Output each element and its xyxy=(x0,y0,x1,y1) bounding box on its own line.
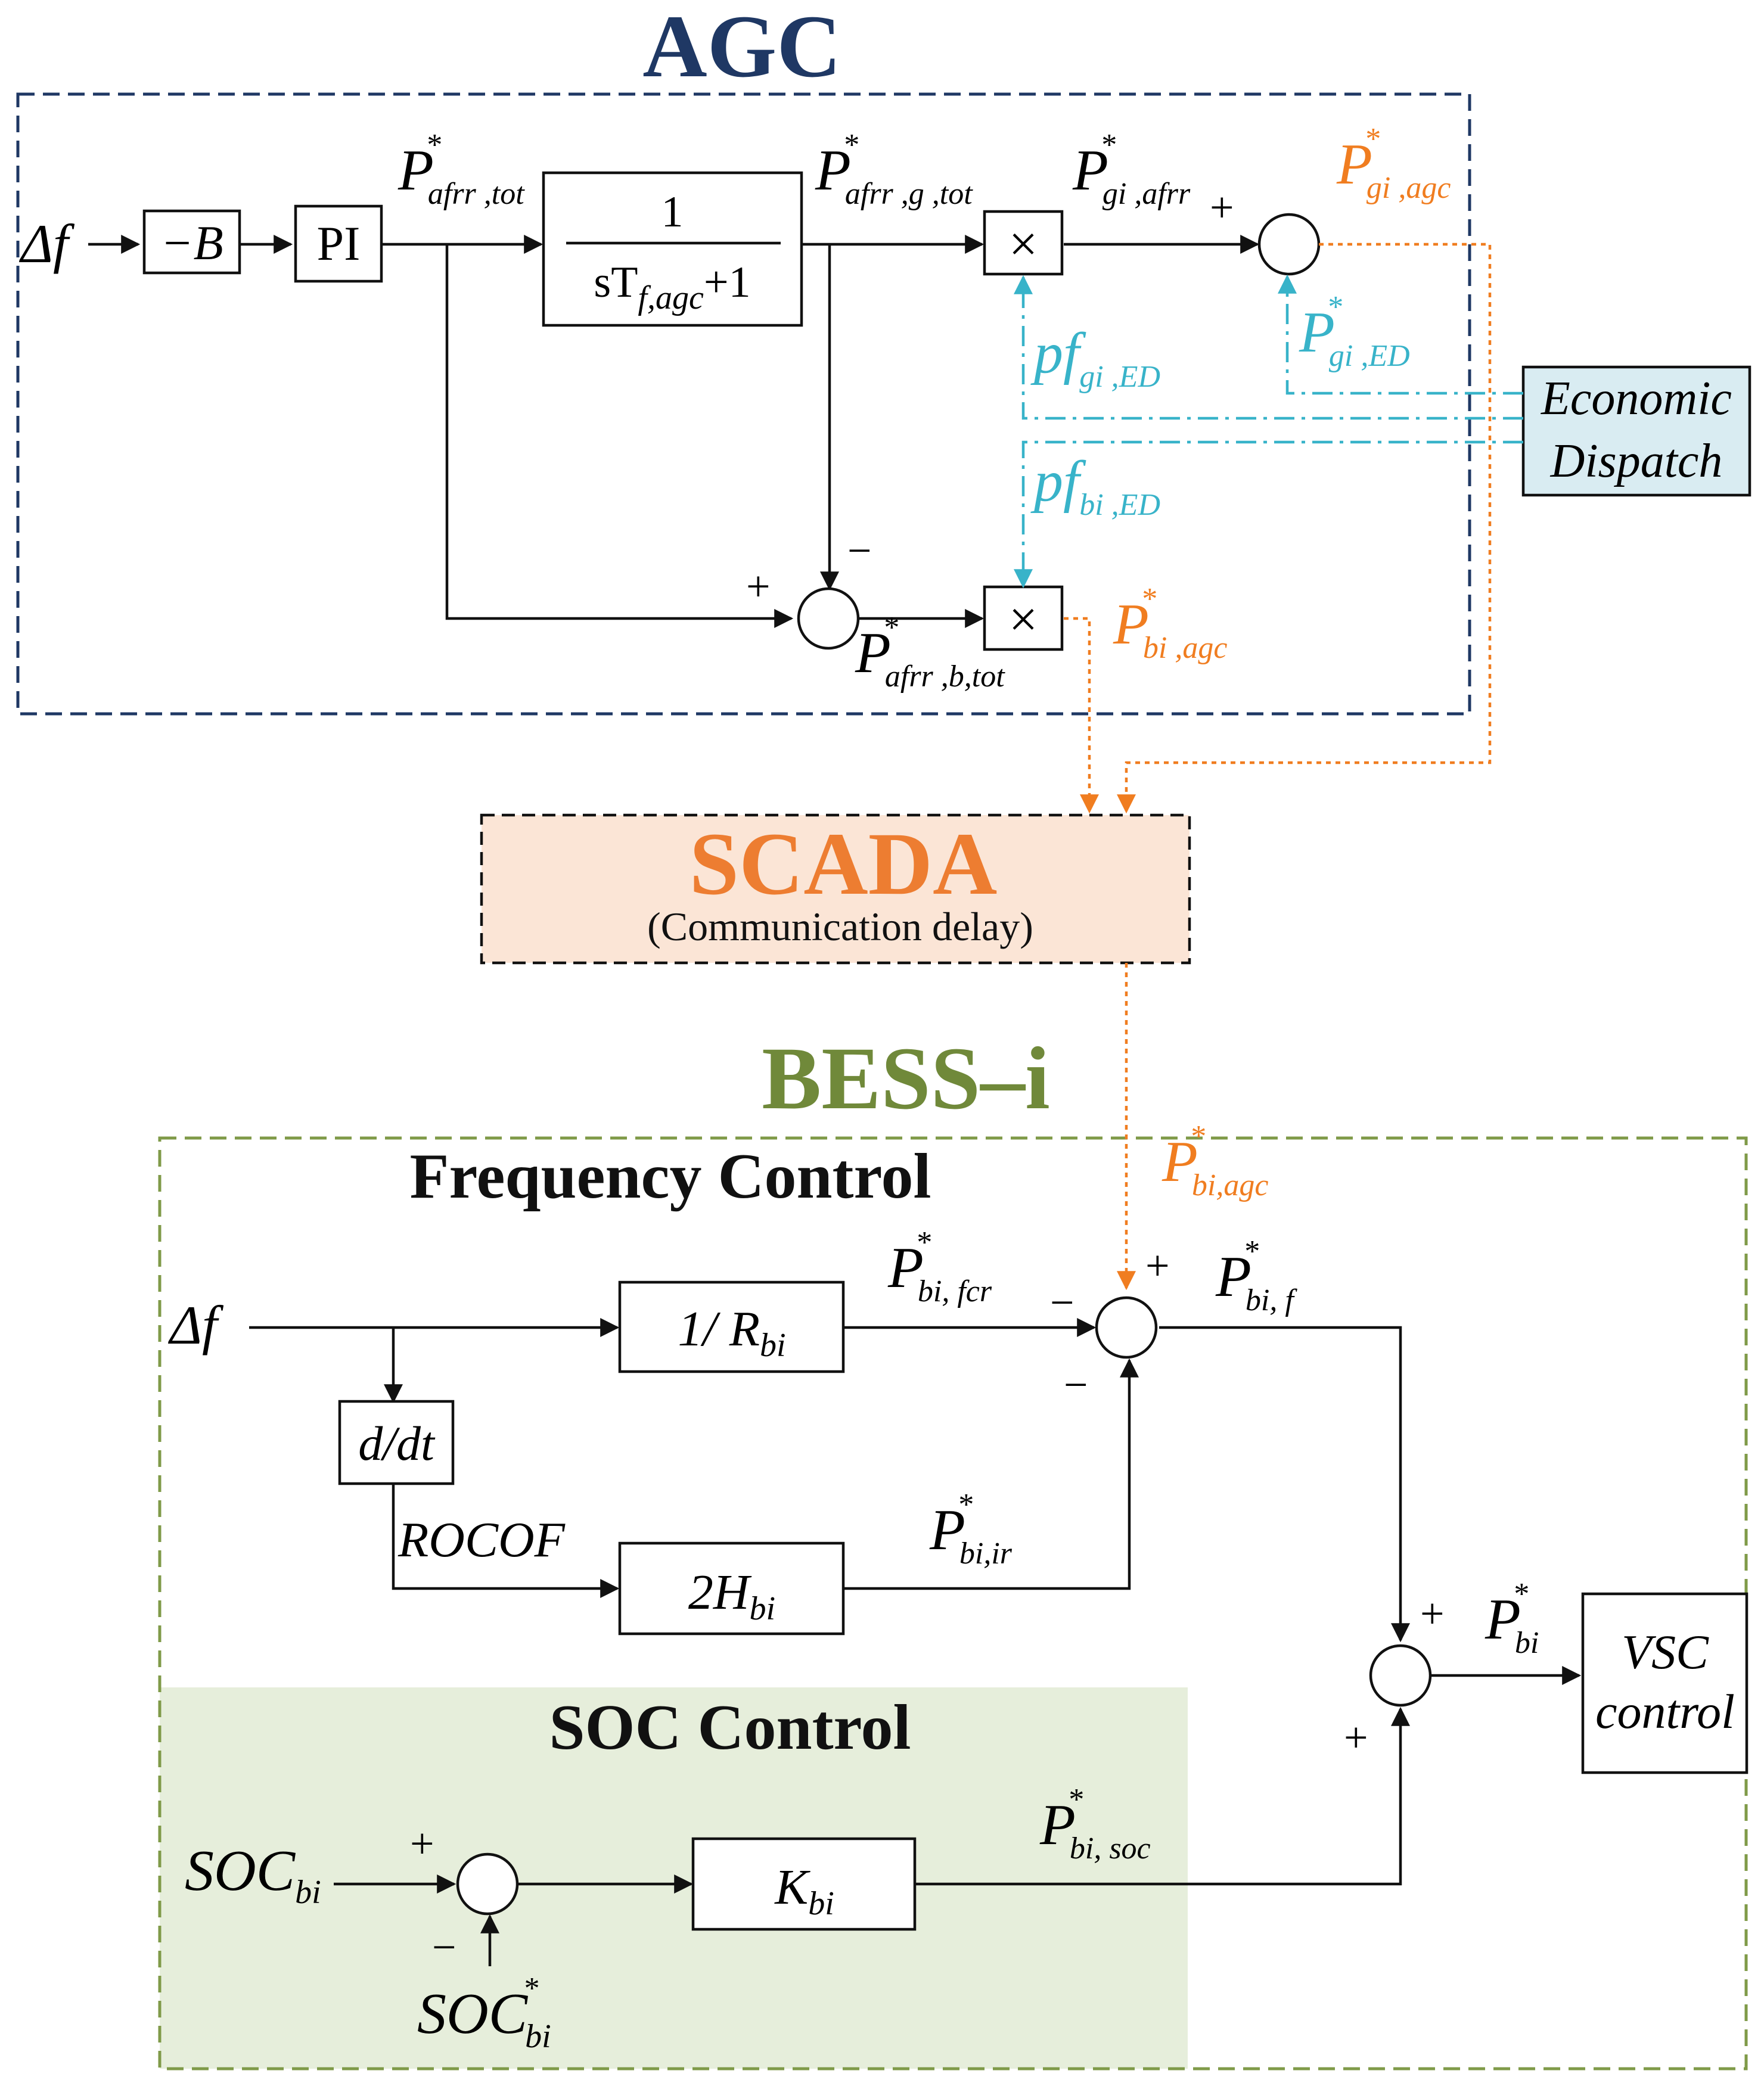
bess-blocks: 1/ Rbi d/dt 2Hbi Kbi VSC control xyxy=(338,1280,1749,1931)
soc-sum-junction xyxy=(456,1852,519,1916)
pi-block xyxy=(294,204,383,283)
ed-label-line2: Dispatch xyxy=(1550,435,1723,487)
bess-region-border xyxy=(158,1136,1748,2071)
rocof-label: ROCOF xyxy=(397,1512,566,1568)
derivative-block xyxy=(338,1400,455,1485)
freq-sum-junction xyxy=(1095,1296,1158,1359)
lag-block-numerator: 1 xyxy=(662,188,684,237)
sign-freq-plus: + xyxy=(1145,1242,1170,1289)
sign-freq-minus-left: − xyxy=(1050,1279,1074,1326)
agc-blocks: −B PI 1 sTf,agc+1 × × xyxy=(142,171,1321,651)
scada-links xyxy=(1064,243,1492,1291)
economic-dispatch-links xyxy=(1014,274,1523,589)
droop-block xyxy=(618,1280,845,1373)
agc-region-border xyxy=(16,92,1471,716)
inertia-block-label: 2Hbi xyxy=(688,1565,775,1627)
bess-input-label: Δf xyxy=(167,1295,224,1356)
bess-multiplier-symbol: × xyxy=(1009,590,1038,648)
soc-gain-block-label: Kbi xyxy=(774,1860,834,1922)
label-p-bi-agc-top: P*bi ,agc xyxy=(1113,582,1227,665)
label-p-bi-fcr: P*bi, fcr xyxy=(887,1226,992,1308)
label-p-bi-f: P*bi, f xyxy=(1215,1235,1297,1317)
label-p-gi-afrr: P*gi ,afrr xyxy=(1072,128,1191,211)
sign-soc-minus: − xyxy=(432,1923,456,1971)
bess-title: BESS–i xyxy=(762,1029,1050,1128)
bess-sum-junction xyxy=(797,587,860,650)
label-pf-gi-ed: pfgi ,ED xyxy=(1030,321,1160,394)
agc-input-label: Δf xyxy=(18,213,75,274)
total-sum-junction xyxy=(1369,1644,1432,1707)
sign-bess-plus: + xyxy=(746,562,771,610)
label-p-gi-ed: P*gi ,ED xyxy=(1299,290,1410,373)
economic-dispatch-block xyxy=(1521,365,1751,497)
derivative-block-label: d/dt xyxy=(358,1416,436,1471)
scada-subtitle: (Communication delay) xyxy=(647,904,1033,949)
soc-ref-label: SOC*bi xyxy=(417,1972,551,2055)
label-p-bi-soc: P*bi, soc xyxy=(1039,1783,1151,1866)
label-p-bi: P*bi xyxy=(1485,1577,1539,1660)
sign-gen-plus: + xyxy=(1210,184,1234,231)
vsc-label-line2: control xyxy=(1595,1684,1735,1739)
sign-total-plus-top: + xyxy=(1420,1590,1445,1637)
bess-wires xyxy=(249,1318,1582,1966)
bess-signal-labels: Δf ROCOF P*bi,agc P*bi, fcr P*bi, f P*bi… xyxy=(167,1120,1539,2055)
sign-freq-minus-bottom: − xyxy=(1064,1361,1088,1409)
soc-control-title: SOC Control xyxy=(549,1692,911,1763)
label-p-afrr-g-tot: P*afrr ,g ,tot xyxy=(815,128,973,211)
label-p-afrr-b-tot: P*afrr ,b,tot xyxy=(855,611,1005,694)
droop-block-label: 1/ Rbi xyxy=(678,1301,785,1364)
soc-control-region xyxy=(160,1687,1188,2069)
gen-sum-junction xyxy=(1257,213,1321,276)
gain-block-label: −B xyxy=(160,216,223,270)
agc-wires xyxy=(88,235,1260,628)
scada-title: SCADA xyxy=(690,814,998,913)
label-pf-bi-ed: pfbi ,ED xyxy=(1030,449,1160,522)
sign-soc-plus: + xyxy=(410,1820,434,1867)
soc-input-label: SOCbi xyxy=(185,1839,321,1911)
vsc-control-block xyxy=(1581,1592,1749,1774)
inertia-block xyxy=(618,1541,845,1636)
agc-title: AGC xyxy=(642,0,841,96)
sign-bess-minus: − xyxy=(847,527,872,574)
gen-multiplier-symbol: × xyxy=(1009,215,1038,272)
frequency-control-title: Frequency Control xyxy=(410,1141,931,1212)
label-p-bi-agc-bottom: P*bi,agc xyxy=(1161,1120,1268,1202)
label-p-gi-agc: P*gi ,agc xyxy=(1336,122,1451,205)
gen-multiplier xyxy=(983,210,1064,276)
scada-block xyxy=(480,813,1191,965)
vsc-label-line1: VSC xyxy=(1622,1625,1709,1679)
ed-label-line1: Economic xyxy=(1541,372,1732,425)
lag-block xyxy=(542,171,803,327)
pi-block-label: PI xyxy=(317,216,361,271)
label-p-bi-ir: P*bi,ir xyxy=(929,1488,1013,1571)
lag-block-denominator: sTf,agc+1 xyxy=(594,258,750,316)
soc-gain-block xyxy=(691,1837,917,1931)
label-p-afrr-tot: P*afrr ,tot xyxy=(397,128,525,211)
sign-total-plus-bottom: + xyxy=(1344,1714,1368,1761)
gain-block xyxy=(142,209,241,275)
agc-signal-labels: Δf P*afrr ,tot P*afrr ,g ,tot P*gi ,afrr… xyxy=(18,122,1451,694)
